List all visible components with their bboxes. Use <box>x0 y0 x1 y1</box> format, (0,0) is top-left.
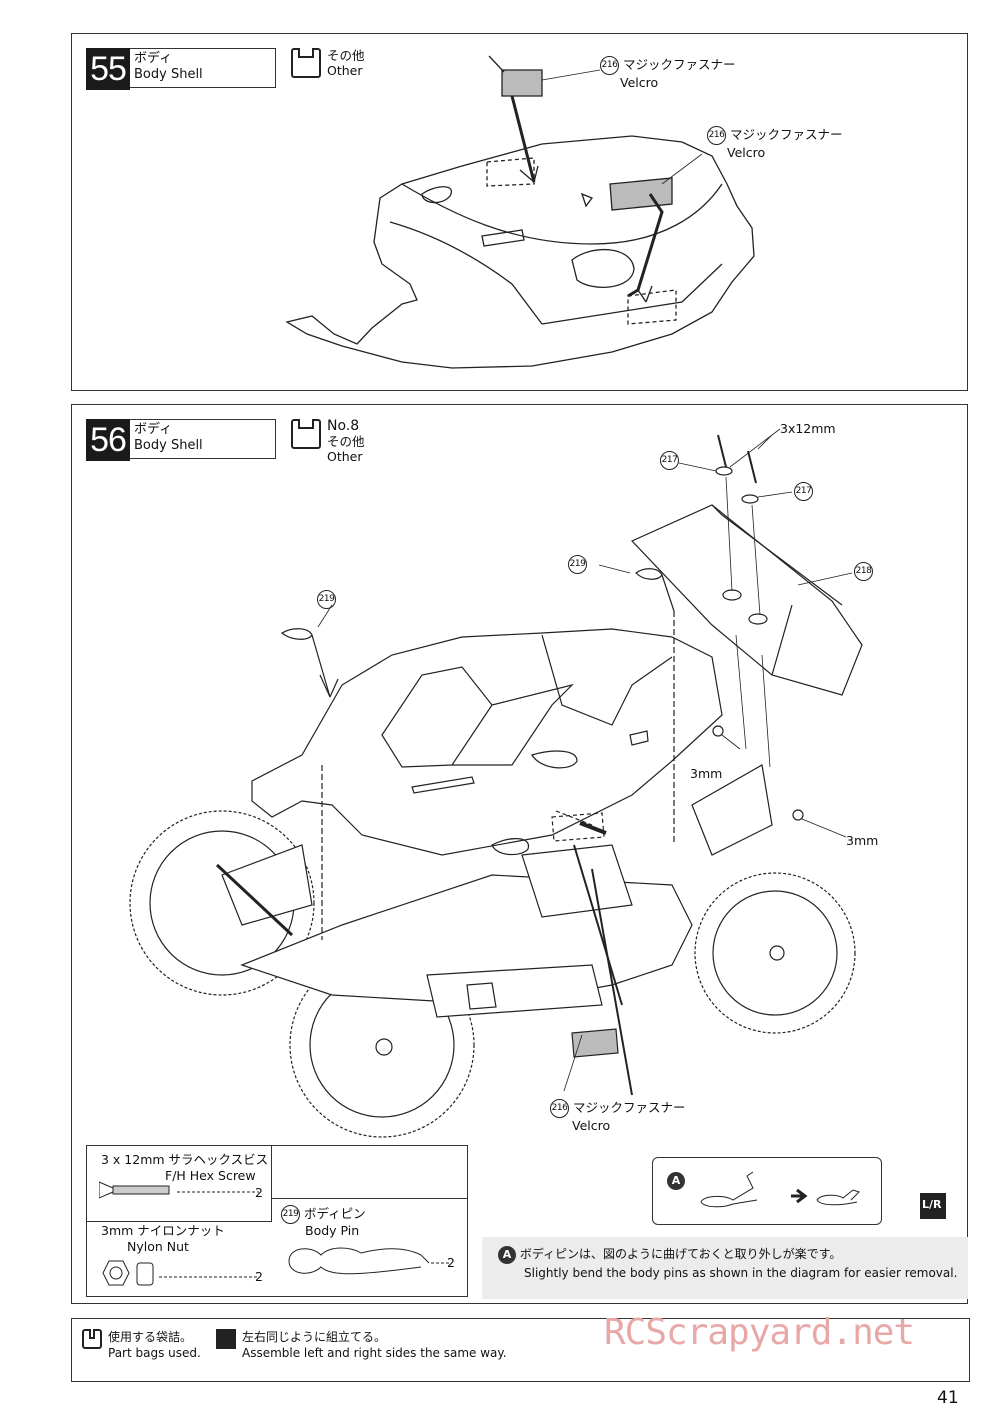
body-shell-underside-diagram <box>285 55 755 369</box>
step-title-ja: ボディ <box>134 422 173 437</box>
nut-size-label-a: 3mm <box>690 766 723 781</box>
note-ja: ボディピンは、図のように曲げておくと取り外しが楽です。 <box>519 1247 842 1261</box>
velcro-callout-right: 216 マジックファスナー Velcro <box>707 126 843 161</box>
nylon-nut <box>792 809 804 821</box>
rear-left-wheel <box>129 810 315 996</box>
step-title-en: Body Shell <box>134 438 203 453</box>
part-217-left: 217 <box>660 451 683 470</box>
part-number-badge: 216 <box>707 126 726 145</box>
velcro-strip <box>501 69 543 97</box>
legend-lr: 左右同じように組立てる。 Assemble left and right sid… <box>216 1329 507 1361</box>
pin-bend-diagram: A <box>652 1157 882 1225</box>
step-title: ボディ Body Shell <box>130 419 276 459</box>
callout-ja: マジックファスナー <box>573 1100 686 1115</box>
bag-label-ja: その他 <box>327 48 365 63</box>
part-item-screw: 3 x 12mm サラヘックスビス F/H Hex Screw 2 <box>87 1146 272 1222</box>
step-55-panel: 55 ボディ Body Shell その他 Other 216 マジックファスナー… <box>71 33 968 391</box>
left-right-icon <box>216 1329 236 1349</box>
bag-indicator: その他 Other <box>291 48 365 78</box>
note-badge: A <box>498 1245 516 1264</box>
left-right-icon: L/R <box>920 1193 946 1219</box>
nut-icon <box>102 1260 259 1286</box>
nylon-nut <box>712 725 724 737</box>
bag-icon <box>291 48 321 78</box>
nut-size-label-b: 3mm <box>846 833 879 848</box>
step-number: 55 <box>86 48 130 90</box>
step-title: ボディ Body Shell <box>130 48 276 88</box>
step-number: 56 <box>86 419 130 461</box>
bag-icon <box>291 419 321 449</box>
note-en: Slightly bend the body pins as shown in … <box>524 1265 958 1280</box>
bag-label-ja: その他 <box>327 434 365 449</box>
part-219-right: 219 <box>568 555 591 574</box>
callout-en: Velcro <box>572 1118 611 1133</box>
legend-bag: 使用する袋詰。 Part bags used. <box>82 1329 201 1361</box>
part-218: 218 <box>854 562 877 581</box>
velcro-strip <box>609 177 673 211</box>
step-56-panel: 56 ボディ Body Shell No.8 その他 Other 3x12mm … <box>71 404 968 1304</box>
step-55-header: 55 ボディ Body Shell <box>86 48 276 90</box>
legend-box: 使用する袋詰。 Part bags used. 左右同じように組立てる。 Ass… <box>71 1318 970 1382</box>
rear-wing <box>630 504 863 696</box>
washer <box>741 494 759 504</box>
screw-icon <box>99 1181 259 1199</box>
step-title-en: Body Shell <box>134 67 203 82</box>
part-number-badge: 216 <box>600 56 619 75</box>
bag-icon <box>82 1329 102 1349</box>
body-pin-icon <box>288 1247 451 1275</box>
body-pin <box>635 568 663 580</box>
front-right-wheel <box>694 872 856 1034</box>
screw <box>717 434 727 468</box>
callout-en: Velcro <box>620 75 659 90</box>
step-56-header: 56 ボディ Body Shell <box>86 419 276 461</box>
bag-indicator: No.8 その他 Other <box>291 419 365 464</box>
callout-ja: マジックファスナー <box>623 57 736 72</box>
callout-ja: マジックファスナー <box>730 127 843 142</box>
page-number: 41 <box>937 1388 959 1408</box>
watermark: RCScrapyard.net <box>604 1312 915 1353</box>
exhaust-pipe <box>426 964 603 1018</box>
car-body-assembly-diagram <box>129 428 863 1138</box>
step-title-ja: ボディ <box>134 51 173 66</box>
shell-outline <box>285 135 755 369</box>
bag-number: No.8 <box>327 418 360 434</box>
screw-size-label: 3x12mm <box>780 421 836 436</box>
bag-label-en: Other <box>327 63 363 78</box>
velcro-strip <box>571 1028 619 1058</box>
callout-en: Velcro <box>727 145 766 160</box>
part-219-left: 219 <box>317 590 340 609</box>
bent-pin-icon <box>700 1171 860 1208</box>
part-number-badge: 216 <box>550 1099 569 1118</box>
part-item-nut: 3mm ナイロンナット Nylon Nut 2 <box>87 1221 271 1296</box>
screw <box>747 450 757 484</box>
bag-label-en: Other <box>327 449 363 464</box>
velcro-callout-top: 216 マジックファスナー Velcro <box>600 56 736 91</box>
note-a: A ボディピンは、図のように曲げておくと取り外しが楽です。 Slightly b… <box>482 1237 968 1299</box>
body-shell <box>251 628 723 856</box>
parts-list: 3 x 12mm サラヘックスビス F/H Hex Screw 2 3mm ナイ… <box>86 1145 468 1297</box>
velcro-callout: 216 マジックファスナー Velcro <box>550 1099 686 1134</box>
rear-shock-tower <box>691 764 773 856</box>
part-217-right: 217 <box>794 482 817 501</box>
body-pin <box>280 628 313 640</box>
washer <box>715 466 733 476</box>
engine <box>521 844 633 918</box>
